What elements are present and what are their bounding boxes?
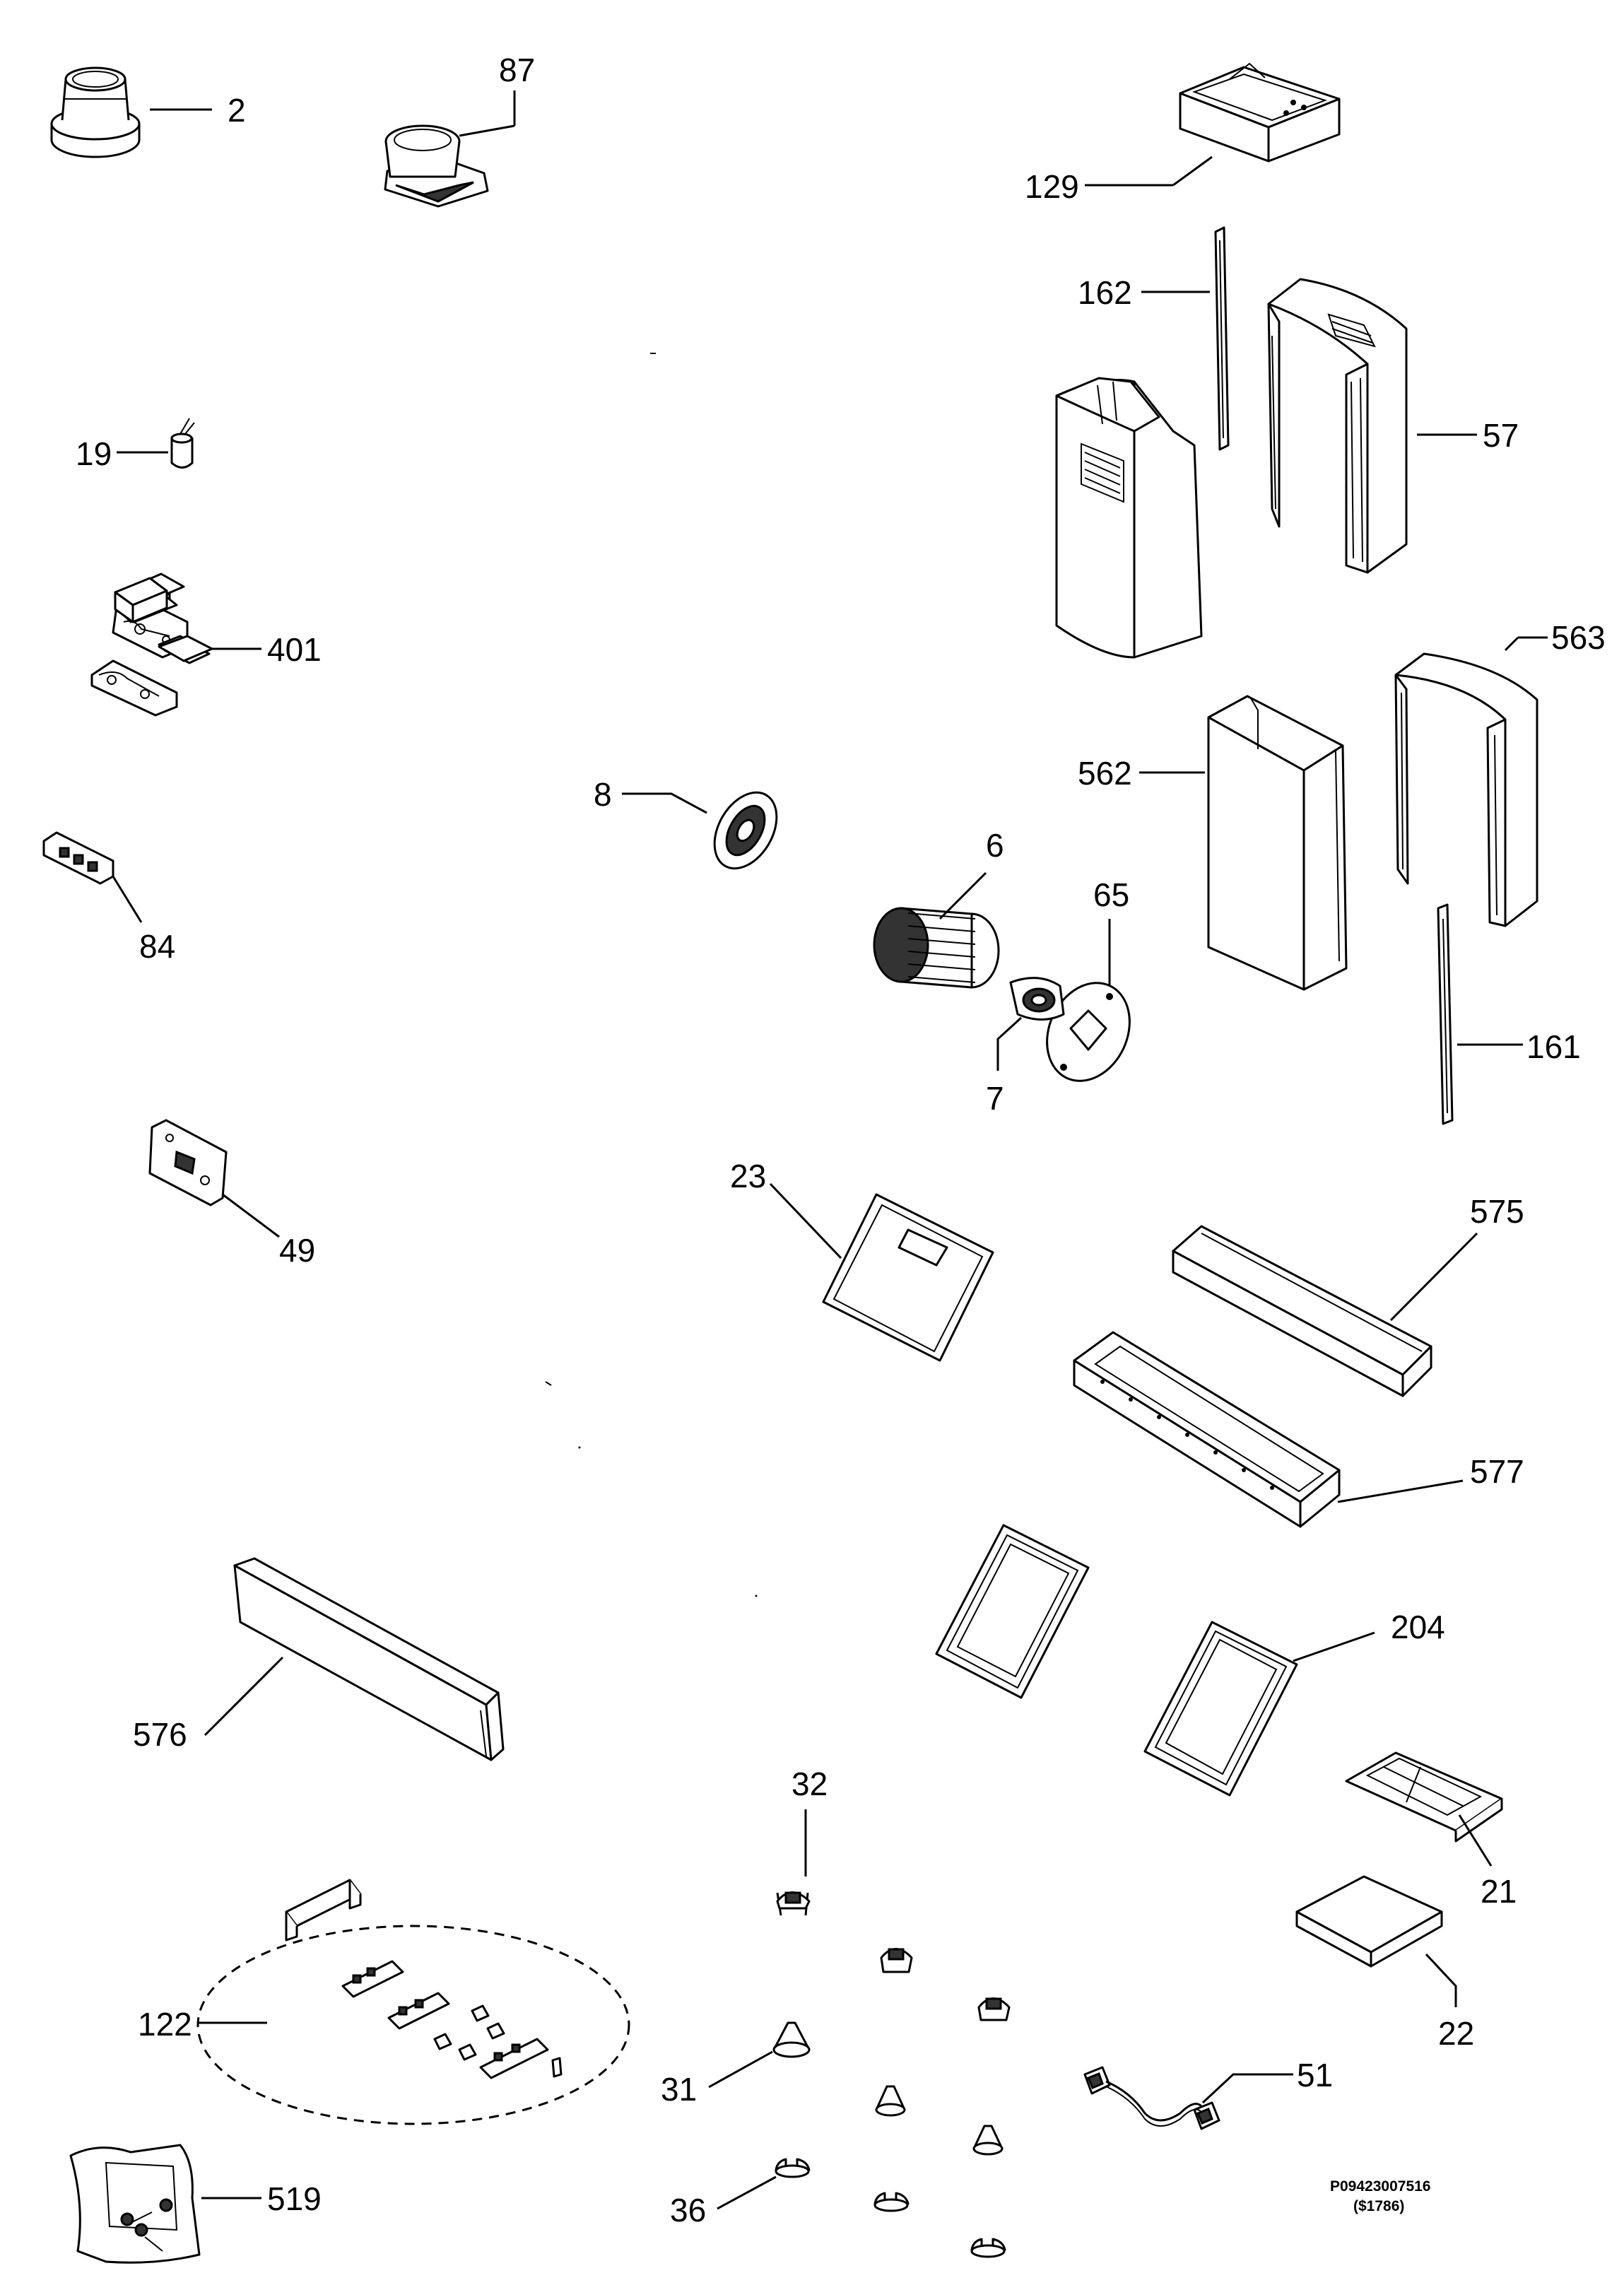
label-6: 6 xyxy=(986,827,1004,864)
foot-2 xyxy=(875,2085,906,2117)
part-36-foot-base xyxy=(717,2158,811,2210)
label-22: 22 xyxy=(1438,2015,1474,2052)
part-65-flange xyxy=(1046,919,1131,1082)
label-204: 204 xyxy=(1391,1609,1445,1645)
part-122-parts-kit xyxy=(196,1879,630,2125)
label-161: 161 xyxy=(1526,1028,1581,1065)
stray-mark xyxy=(545,1381,552,1386)
grease-filter-left xyxy=(935,1524,1090,1699)
part-129-top-box xyxy=(1085,62,1341,187)
frame-holes xyxy=(1100,1380,1274,1490)
part-161-strip xyxy=(1437,903,1523,1125)
part-7-motor xyxy=(996,977,1065,1071)
part-22-carbon-filter xyxy=(1295,1875,1457,2007)
part-2-duct-adapter xyxy=(50,66,212,158)
label-36: 36 xyxy=(670,2192,706,2228)
drawing-code: P09423007516 xyxy=(1330,2178,1430,2195)
part-576-side-panel xyxy=(204,1557,505,1761)
label-577: 577 xyxy=(1470,1453,1524,1490)
part-8-motor-plate xyxy=(622,791,778,870)
label-49: 49 xyxy=(279,1232,315,1269)
part-51-harness xyxy=(1083,2066,1293,2130)
label-7: 7 xyxy=(986,1080,1004,1117)
part-87-outlet-collar xyxy=(384,90,516,208)
clip-3 xyxy=(977,1997,1011,2021)
label-562: 562 xyxy=(1078,755,1132,792)
label-51: 51 xyxy=(1297,2057,1333,2093)
label-519: 519 xyxy=(267,2180,322,2217)
stray-dot xyxy=(578,1446,581,1449)
part-21-carbon-frame xyxy=(1345,1751,1503,1867)
foot-3 xyxy=(972,2125,1004,2156)
part-519-screw-bag xyxy=(69,2144,261,2264)
label-21: 21 xyxy=(1481,1873,1517,1910)
label-84: 84 xyxy=(139,928,175,965)
part-401-plate xyxy=(158,635,261,662)
part-401-tray xyxy=(90,659,178,717)
label-8: 8 xyxy=(594,776,612,813)
part-32-clip xyxy=(776,1809,811,1916)
part-401-block xyxy=(114,577,168,623)
part-162-strip xyxy=(1141,226,1230,451)
part-575-front-panel xyxy=(1172,1225,1478,1397)
part-563-chimney-cover xyxy=(1394,636,1548,927)
part-577-front-frame xyxy=(1073,1331,1464,1528)
part-57-chimney-rear xyxy=(1267,278,1477,574)
part-19-capacitor xyxy=(117,418,195,469)
label-57: 57 xyxy=(1483,417,1519,454)
label-401: 401 xyxy=(267,631,322,668)
label-122: 122 xyxy=(138,2006,192,2043)
part-6-blower-wheel xyxy=(873,871,1000,989)
label-65: 65 xyxy=(1093,876,1129,913)
label-162: 162 xyxy=(1078,274,1132,311)
part-204-filter xyxy=(1143,1621,1375,1797)
foot-base-3 xyxy=(970,2238,1006,2258)
label-129: 129 xyxy=(1025,168,1079,205)
part-84-connector xyxy=(42,831,143,923)
part-562-chimney-cover xyxy=(1139,695,1348,991)
part-23-filter xyxy=(769,1182,994,1362)
label-31: 31 xyxy=(661,2071,697,2108)
drawing-subcode: ($1786) xyxy=(1353,2198,1404,2214)
label-87: 87 xyxy=(499,52,535,88)
label-23: 23 xyxy=(730,1158,766,1194)
stray-dot xyxy=(755,1594,758,1597)
label-576: 576 xyxy=(133,1716,187,1753)
label-2: 2 xyxy=(228,92,246,129)
clip-2 xyxy=(880,1948,913,1973)
label-563: 563 xyxy=(1551,619,1606,656)
label-32: 32 xyxy=(792,1766,828,1802)
label-575: 575 xyxy=(1470,1193,1524,1230)
label-19: 19 xyxy=(76,435,112,472)
part-31-foot xyxy=(708,2021,811,2089)
part-49-pcb xyxy=(148,1119,280,1238)
vent-slots xyxy=(1084,452,1121,494)
chimney-front-cover xyxy=(1055,377,1203,659)
foot-base-2 xyxy=(873,2192,910,2212)
